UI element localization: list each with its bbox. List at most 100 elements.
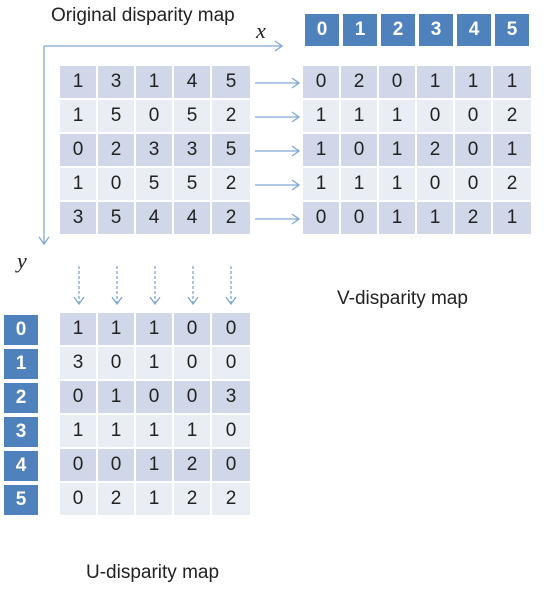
v-header-cell: 2	[379, 12, 417, 48]
v-map-cell: 1	[493, 134, 531, 168]
v-map-cell: 1	[379, 168, 417, 202]
v-map-cell: 1	[455, 66, 493, 100]
v-map-cell: 2	[417, 134, 455, 168]
v-map-cell: 1	[303, 100, 341, 134]
u-map-cell: 0	[174, 313, 212, 347]
u-map-cell: 3	[212, 381, 250, 415]
u-header-cell: 4	[2, 449, 40, 483]
original-map-cell: 2	[212, 202, 250, 236]
v-map-cell: 0	[341, 134, 379, 168]
v-map-cell: 1	[379, 134, 417, 168]
v-map-cell: 0	[341, 202, 379, 236]
original-map-cell: 4	[174, 66, 212, 100]
column-arrowhead	[187, 296, 199, 306]
v-map-cell: 1	[303, 168, 341, 202]
original-map-cell: 3	[60, 202, 98, 236]
original-map-cell: 0	[136, 100, 174, 134]
u-map-cell: 0	[136, 381, 174, 415]
y-axis-label: y	[17, 248, 27, 273]
v-header-cell: 5	[493, 12, 531, 48]
u-disparity-map-title: U-disparity map	[86, 562, 220, 583]
original-map-cell: 1	[60, 100, 98, 134]
original-map-cell: 2	[212, 100, 250, 134]
v-map-cell: 2	[493, 168, 531, 202]
u-map-cell: 0	[212, 313, 250, 347]
original-map-cell: 4	[174, 202, 212, 236]
u-map-cell: 0	[174, 381, 212, 415]
u-header-cell: 3	[2, 415, 40, 449]
u-map-cell: 1	[136, 449, 174, 483]
u-map-cell: 1	[136, 313, 174, 347]
u-map-cell: 1	[60, 313, 98, 347]
u-map-cell: 0	[212, 415, 250, 449]
x-axis-label: x	[256, 18, 266, 43]
v-header-cell: 3	[417, 12, 455, 48]
original-map-cell: 2	[98, 134, 136, 168]
v-map-cell: 1	[493, 66, 531, 100]
u-header-cell: 1	[2, 347, 40, 381]
v-map-cell: 2	[341, 66, 379, 100]
row-arrowhead	[291, 145, 301, 157]
u-map-cell: 1	[174, 415, 212, 449]
original-map-title: Original disparity map	[51, 5, 235, 26]
row-arrowhead	[291, 77, 301, 89]
v-map-cell: 1	[379, 202, 417, 236]
row-arrowhead	[291, 111, 301, 123]
original-map-cell: 5	[98, 202, 136, 236]
original-map-cell: 1	[60, 168, 98, 202]
u-header-cell: 5	[2, 483, 40, 517]
u-header-cell: 0	[2, 313, 40, 347]
u-map-cell: 0	[60, 449, 98, 483]
row-arrowhead	[291, 213, 301, 225]
v-map-cell: 0	[455, 168, 493, 202]
v-header-cell: 0	[303, 12, 341, 48]
u-map-cell: 2	[212, 483, 250, 517]
v-map-cell: 1	[417, 66, 455, 100]
u-map-cell: 1	[136, 415, 174, 449]
u-map-cell: 0	[60, 381, 98, 415]
original-map-cell: 4	[136, 202, 174, 236]
v-map-cell: 1	[341, 168, 379, 202]
v-map-cell: 2	[455, 202, 493, 236]
original-map-cell: 0	[60, 134, 98, 168]
v-map-cell: 0	[417, 100, 455, 134]
u-map-cell: 1	[136, 347, 174, 381]
u-map-cell: 2	[174, 449, 212, 483]
u-map-cell: 1	[98, 381, 136, 415]
original-map-cell: 5	[98, 100, 136, 134]
row-arrowhead	[291, 179, 301, 191]
v-map-cell: 0	[455, 100, 493, 134]
u-map-cell: 2	[98, 483, 136, 517]
v-map-cell: 1	[417, 202, 455, 236]
original-map-cell: 5	[136, 168, 174, 202]
u-map-cell: 0	[212, 347, 250, 381]
v-map-cell: 1	[303, 134, 341, 168]
u-map-cell: 0	[98, 347, 136, 381]
u-map-cell: 1	[136, 483, 174, 517]
v-map-cell: 0	[417, 168, 455, 202]
u-map-cell: 0	[212, 449, 250, 483]
original-map-cell: 0	[98, 168, 136, 202]
u-map-cell: 3	[60, 347, 98, 381]
u-map-cell: 0	[174, 347, 212, 381]
y-axis-arrowhead	[38, 236, 50, 246]
column-arrowhead	[225, 296, 237, 306]
u-map-cell: 0	[60, 483, 98, 517]
original-map-cell: 5	[174, 168, 212, 202]
u-map-cell: 1	[98, 313, 136, 347]
original-map-cell: 5	[212, 66, 250, 100]
original-map-cell: 2	[212, 168, 250, 202]
original-map-cell: 3	[98, 66, 136, 100]
v-disparity-map-title: V-disparity map	[337, 288, 468, 309]
column-arrowhead	[149, 296, 161, 306]
v-map-cell: 0	[379, 66, 417, 100]
x-axis-arrowhead	[274, 40, 284, 52]
column-arrowhead	[73, 296, 85, 306]
v-map-cell: 0	[455, 134, 493, 168]
u-map-cell: 2	[174, 483, 212, 517]
v-map-cell: 2	[493, 100, 531, 134]
original-map-cell: 3	[136, 134, 174, 168]
v-header-cell: 4	[455, 12, 493, 48]
v-map-cell: 0	[303, 66, 341, 100]
